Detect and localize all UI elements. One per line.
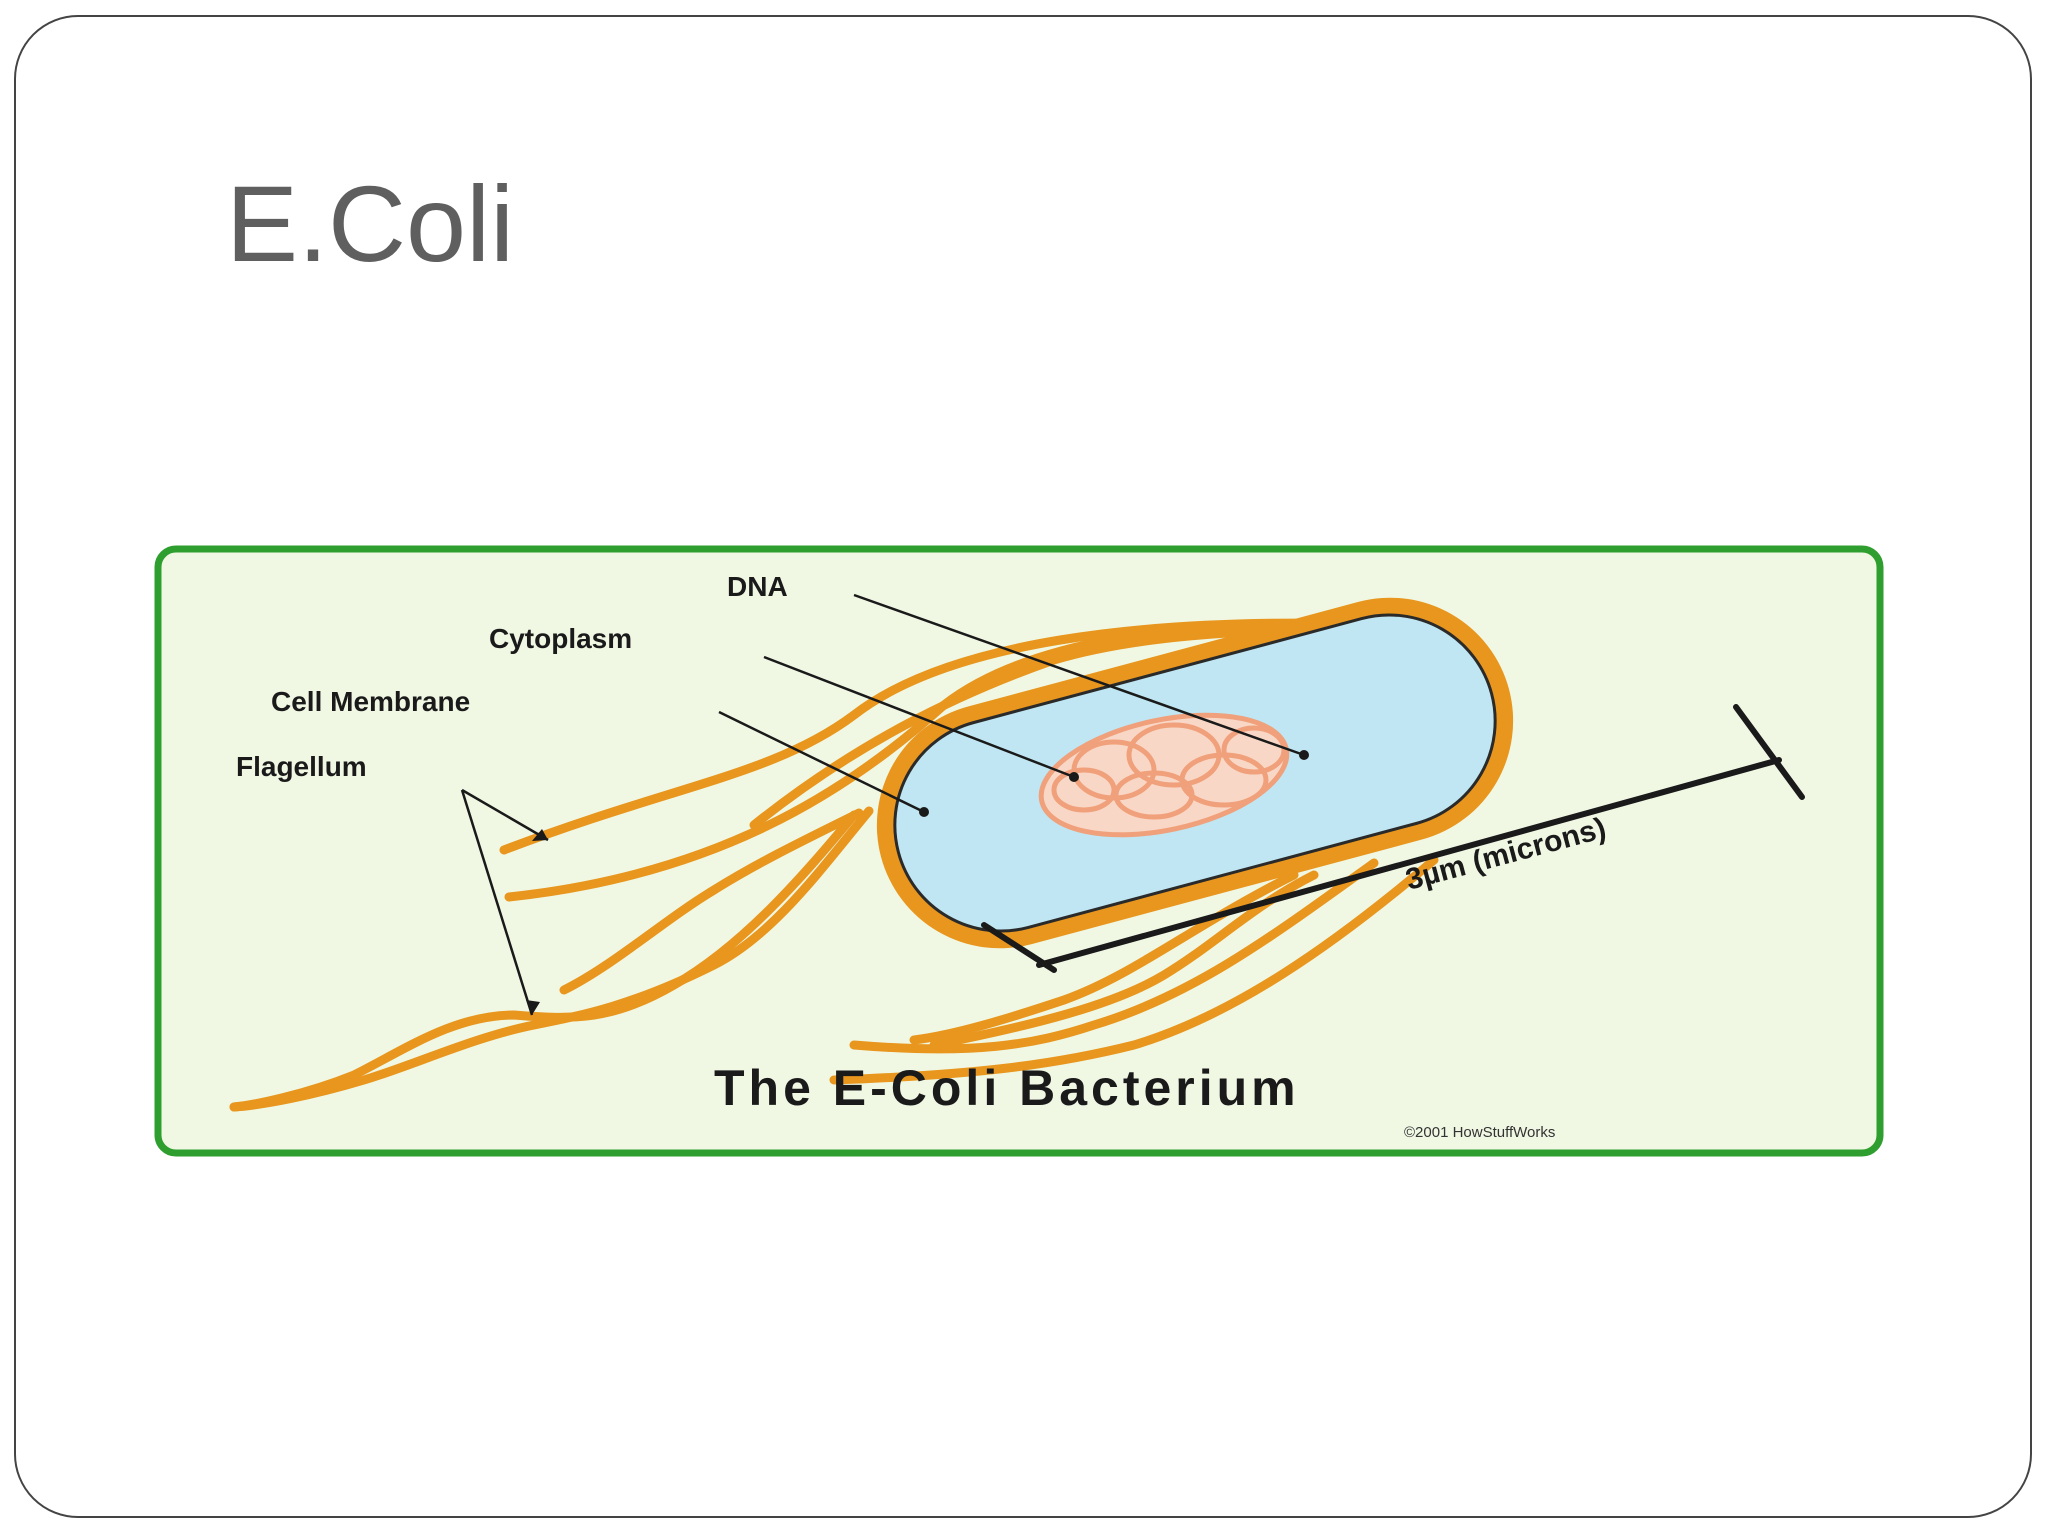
label-cell-membrane: Cell Membrane bbox=[271, 686, 470, 717]
label-cytoplasm: Cytoplasm bbox=[489, 623, 632, 654]
leader-dots bbox=[526, 750, 1309, 1015]
ecoli-diagram: 3µm (microns) DNA Cytoplasm Cell Membran… bbox=[154, 545, 1884, 1157]
diagram-credit: ©2001 HowStuffWorks bbox=[1404, 1124, 1555, 1141]
slide-title: E.Coli bbox=[226, 163, 515, 284]
scale-bar bbox=[981, 704, 1805, 973]
diagram-caption: The E-Coli Bacterium bbox=[714, 1060, 1300, 1116]
label-dna: DNA bbox=[727, 571, 788, 602]
ecoli-diagram-svg: 3µm (microns) DNA Cytoplasm Cell Membran… bbox=[154, 545, 1884, 1157]
bacterium-cell bbox=[876, 597, 1514, 949]
label-flagellum: Flagellum bbox=[236, 751, 367, 782]
dna bbox=[1038, 712, 1290, 838]
leader-lines bbox=[460, 593, 1305, 1016]
